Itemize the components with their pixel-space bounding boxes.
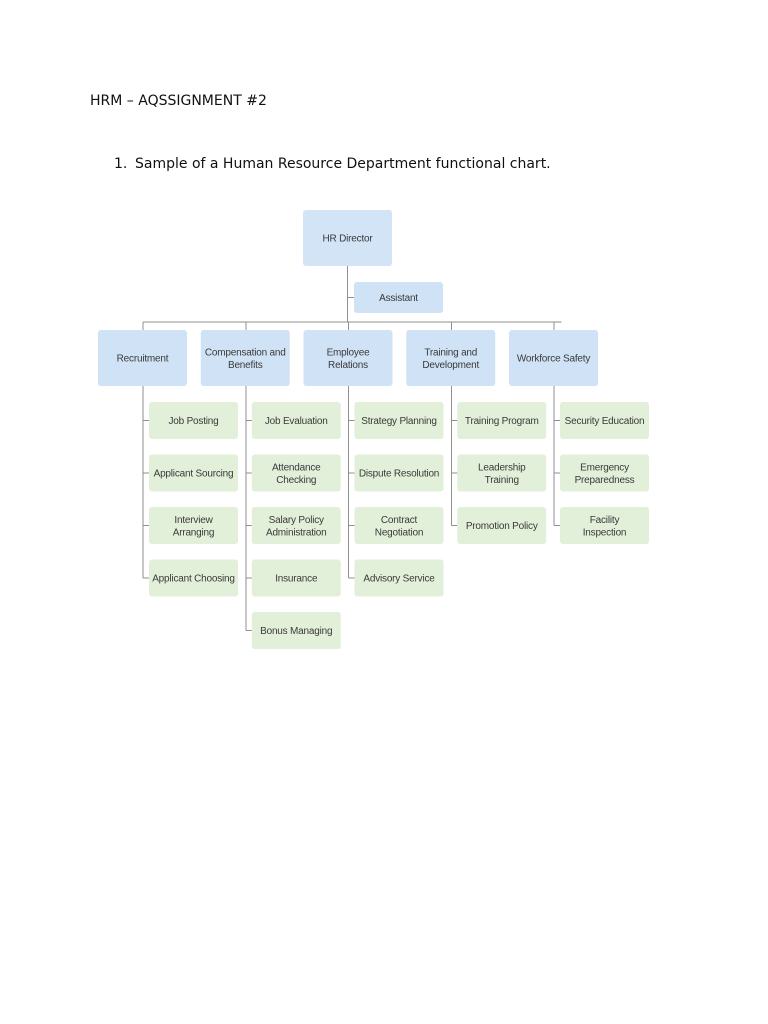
function-node-job-evaluation-box xyxy=(251,402,341,439)
function-node-applicant-sourcing-label: Applicant Sourcing xyxy=(154,469,234,480)
function-node-leadership-training-box xyxy=(457,454,547,492)
function-node-contract-negotiation-box xyxy=(354,507,444,544)
function-node-attendance-checking-box xyxy=(251,454,341,492)
function-node-emergency-preparedness-box xyxy=(560,454,649,492)
department-node-training-and-development-box xyxy=(406,330,496,386)
function-node-bonus-managing-box xyxy=(251,612,341,649)
department-node-recruitment-label: Recruitment xyxy=(117,354,169,365)
function-node-training-program: Training Program xyxy=(457,402,547,439)
function-node-insurance-label: Insurance xyxy=(275,574,318,585)
function-node-job-evaluation-label: Job Evaluation xyxy=(265,416,328,427)
function-node-training-program-box xyxy=(457,402,547,439)
list-item-text: Sample of a Human Resource Department fu… xyxy=(135,156,551,172)
function-node-dispute-resolution-box xyxy=(354,454,444,492)
function-node-bonus-managing: Bonus Managing xyxy=(251,612,341,649)
function-node-applicant-choosing-box xyxy=(149,559,238,597)
function-node-strategy-planning-box xyxy=(354,402,444,439)
function-node-promotion-policy-label: Promotion Policy xyxy=(466,521,538,532)
function-node-security-education: Security Education xyxy=(560,402,649,439)
function-node-insurance: Insurance xyxy=(251,559,341,597)
function-node-bonus-managing-label: Bonus Managing xyxy=(260,626,332,637)
department-node-recruitment: Recruitment xyxy=(98,330,187,386)
function-node-job-evaluation: Job Evaluation xyxy=(251,402,341,439)
hr-director-node-label: HR Director xyxy=(322,234,373,245)
department-node-workforce-safety-label: Workforce Safety xyxy=(517,354,591,365)
function-node-strategy-planning-label: Strategy Planning xyxy=(361,416,437,427)
function-node-applicant-choosing: Applicant Choosing xyxy=(149,559,238,597)
function-node-insurance-box xyxy=(251,559,341,597)
function-node-security-education-label: Security Education xyxy=(565,416,645,427)
numbered-list-item: 1. Sample of a Human Resource Department … xyxy=(114,155,551,173)
function-node-job-posting: Job Posting xyxy=(149,402,238,439)
function-node-salary-policy-administration-box xyxy=(251,507,341,544)
function-node-facility-inspection-box xyxy=(560,507,649,544)
function-node-advisory-service: Advisory Service xyxy=(354,559,444,597)
department-node-workforce-safety: Workforce Safety xyxy=(509,330,598,386)
department-node-recruitment-box xyxy=(98,330,187,386)
function-node-strategy-planning: Strategy Planning xyxy=(354,402,444,439)
function-node-interview-arranging-box xyxy=(149,507,238,544)
function-node-applicant-sourcing: Applicant Sourcing xyxy=(149,454,238,492)
function-node-promotion-policy: Promotion Policy xyxy=(457,507,547,544)
function-node-training-program-label: Training Program xyxy=(465,416,539,427)
department-node-employee-relations-box xyxy=(303,330,393,386)
function-node-applicant-choosing-label: Applicant Choosing xyxy=(152,574,235,585)
function-node-security-education-box xyxy=(560,402,649,439)
assistant-node: Assistant xyxy=(354,282,443,313)
assistant-node-label: Assistant xyxy=(379,293,418,304)
department-node-workforce-safety-box xyxy=(509,330,598,386)
document-heading: HRM – AQSSIGNMENT #2 xyxy=(90,93,267,109)
function-node-dispute-resolution-label: Dispute Resolution xyxy=(359,469,439,480)
hr-director-node: HR Director xyxy=(303,210,392,266)
department-node-compensation-and-benefits-box xyxy=(200,330,290,386)
assistant-node-box xyxy=(354,282,443,313)
function-node-dispute-resolution: Dispute Resolution xyxy=(354,454,444,492)
function-node-advisory-service-box xyxy=(354,559,444,597)
hr-director-node-box xyxy=(303,210,392,266)
function-node-job-posting-box xyxy=(149,402,238,439)
list-item-number: 1. xyxy=(114,156,128,172)
function-node-job-posting-label: Job Posting xyxy=(168,416,218,427)
function-node-advisory-service-label: Advisory Service xyxy=(363,574,435,585)
function-node-promotion-policy-box xyxy=(457,507,547,544)
function-node-applicant-sourcing-box xyxy=(149,454,238,492)
